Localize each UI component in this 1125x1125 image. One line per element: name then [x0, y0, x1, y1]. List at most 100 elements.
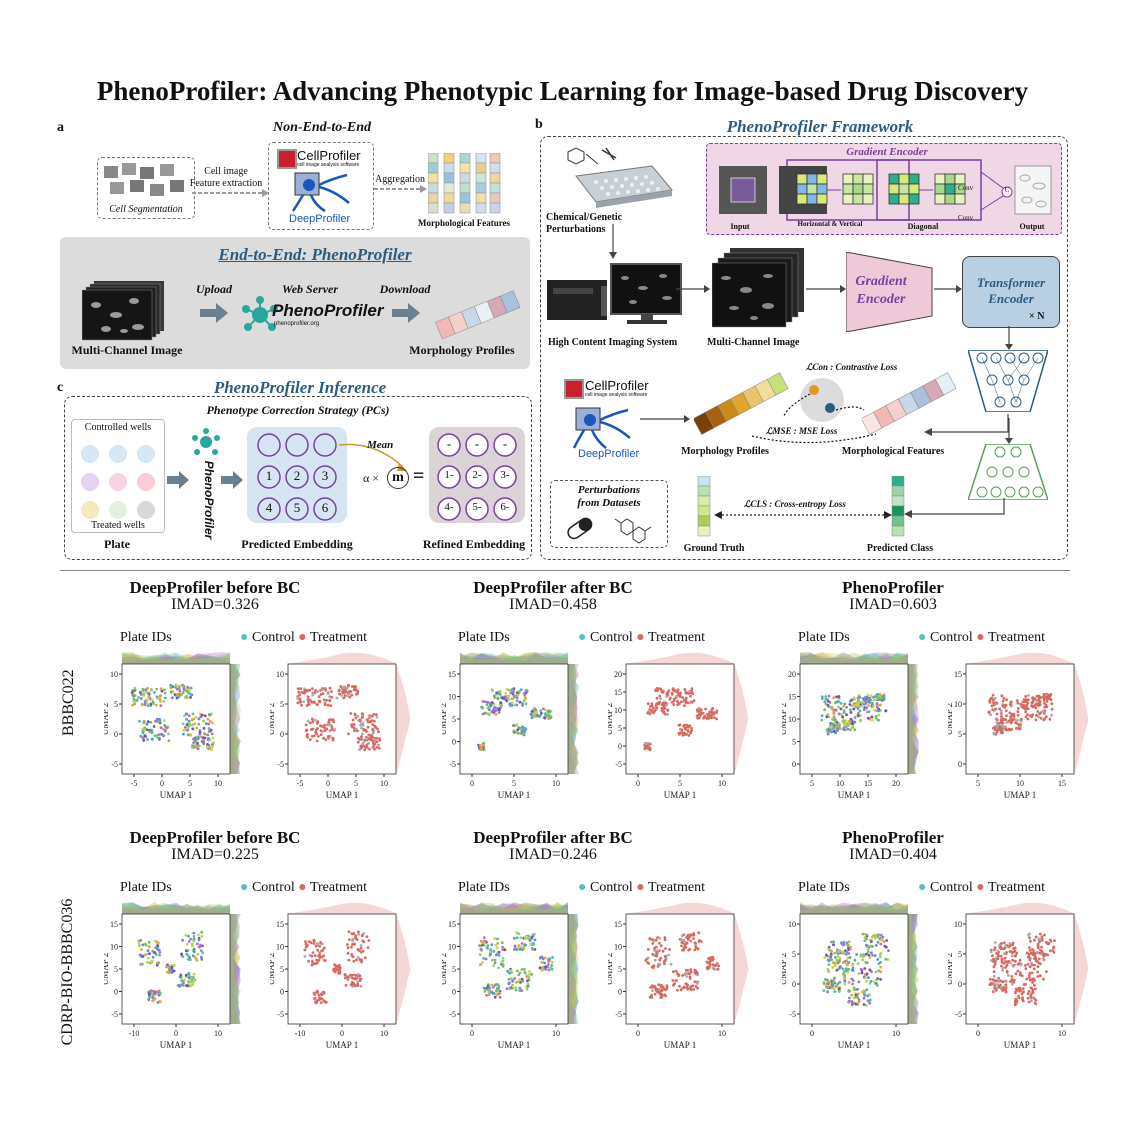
umap-point	[364, 956, 367, 959]
umap-method-title: DeepProfiler after BC	[428, 578, 678, 598]
umap-point	[842, 961, 845, 964]
umap-point	[1007, 974, 1010, 977]
umap-point	[1024, 711, 1027, 714]
umap-point	[865, 944, 868, 947]
umap-point	[1016, 970, 1019, 973]
umap-point	[710, 717, 713, 720]
umap-point	[859, 720, 862, 723]
umap-point	[863, 967, 866, 970]
umap-point	[689, 940, 692, 943]
umap-point	[504, 949, 507, 952]
umap-point	[498, 954, 501, 957]
umap-point	[838, 695, 841, 698]
umap-point	[1010, 721, 1013, 724]
treatment-dot-icon: ●	[295, 880, 310, 895]
umap-point	[144, 729, 147, 732]
umap-point	[838, 966, 841, 969]
umap-point	[346, 943, 349, 946]
umap-point	[826, 986, 829, 989]
umap-point	[192, 932, 195, 935]
umap-axes-frame	[288, 664, 396, 774]
umap-point	[534, 939, 537, 942]
umap-point	[492, 964, 495, 967]
umap-point	[826, 990, 829, 993]
umap-point	[160, 733, 163, 736]
umap-point	[194, 722, 197, 725]
umap-point	[189, 938, 192, 941]
section-divider	[60, 570, 1070, 571]
umap-point	[209, 720, 212, 723]
umap-point	[523, 968, 526, 971]
deepprofiler-b-neuron-icon	[572, 404, 634, 452]
embed-5: 5	[286, 500, 308, 516]
umap-point	[204, 714, 207, 717]
umap-point	[711, 713, 714, 716]
umap-point	[881, 695, 884, 698]
umap-point	[480, 706, 483, 709]
umap-point	[345, 984, 348, 987]
umap-point	[513, 948, 516, 951]
umap-point	[524, 689, 527, 692]
umap-point	[658, 942, 661, 945]
umap-point	[1021, 998, 1024, 1001]
x-tick-label: 10	[380, 779, 388, 788]
concat-label: C	[1003, 186, 1011, 194]
umap-point	[306, 944, 309, 947]
y-tick-label: 5	[280, 700, 284, 709]
x-tick-label: 5	[810, 779, 814, 788]
multi-channel-image-b-label: Multi-Channel Image	[707, 337, 800, 348]
umap-point	[314, 731, 317, 734]
umap-point	[353, 943, 356, 946]
umap-point	[856, 988, 859, 991]
umap-point	[318, 997, 321, 1000]
umap-point	[1005, 729, 1008, 732]
cellprofiler-sub: cell image analysis software	[297, 162, 359, 168]
umap-point	[875, 944, 878, 947]
treatment-dot-icon: ●	[973, 880, 988, 895]
control-dot-icon: ●	[918, 630, 930, 645]
umap-point	[148, 952, 151, 955]
refined-6: 6-	[494, 501, 516, 513]
umap-point	[693, 969, 696, 972]
y-tick-label: 10	[448, 693, 456, 702]
umap-point	[870, 694, 873, 697]
umap-imad: IMAD=0.246	[428, 846, 678, 864]
umap-point	[1042, 710, 1045, 713]
umap-point	[318, 695, 321, 698]
inference-box: Phenotype Correction Strategy (PCs) Cont…	[64, 396, 532, 560]
umap-point	[547, 717, 550, 720]
umap-point	[990, 982, 993, 985]
umap-point	[147, 720, 150, 723]
umap-point	[1037, 699, 1040, 702]
umap-point	[494, 944, 497, 947]
umap-point	[1028, 946, 1031, 949]
umap-point	[320, 733, 323, 736]
umap-point	[671, 701, 674, 704]
umap-point	[321, 730, 324, 733]
umap-point	[495, 713, 498, 716]
umap-point	[142, 739, 145, 742]
umap-point	[200, 949, 203, 952]
umap-point	[717, 965, 720, 968]
umap-point	[825, 715, 828, 718]
umap-point	[1032, 698, 1035, 701]
umap-point	[482, 957, 485, 960]
umap-point	[879, 943, 882, 946]
umap-point	[524, 937, 527, 940]
umap-point	[1020, 962, 1023, 965]
umap-point	[831, 966, 834, 969]
umap-point	[842, 705, 845, 708]
y-tick-label: 15	[788, 693, 796, 702]
umap-point	[311, 718, 314, 721]
umap-point	[189, 985, 192, 988]
umap-point	[877, 941, 880, 944]
umap-point	[715, 718, 718, 721]
plate-ids-label: Plate IDs	[798, 880, 850, 896]
umap-point	[864, 936, 867, 939]
umap-point	[163, 724, 166, 727]
umap-point	[644, 742, 647, 745]
umap-point	[517, 932, 520, 935]
y-tick-label: -5	[111, 1010, 118, 1019]
umap-point	[192, 981, 195, 984]
umap-point	[851, 964, 854, 967]
